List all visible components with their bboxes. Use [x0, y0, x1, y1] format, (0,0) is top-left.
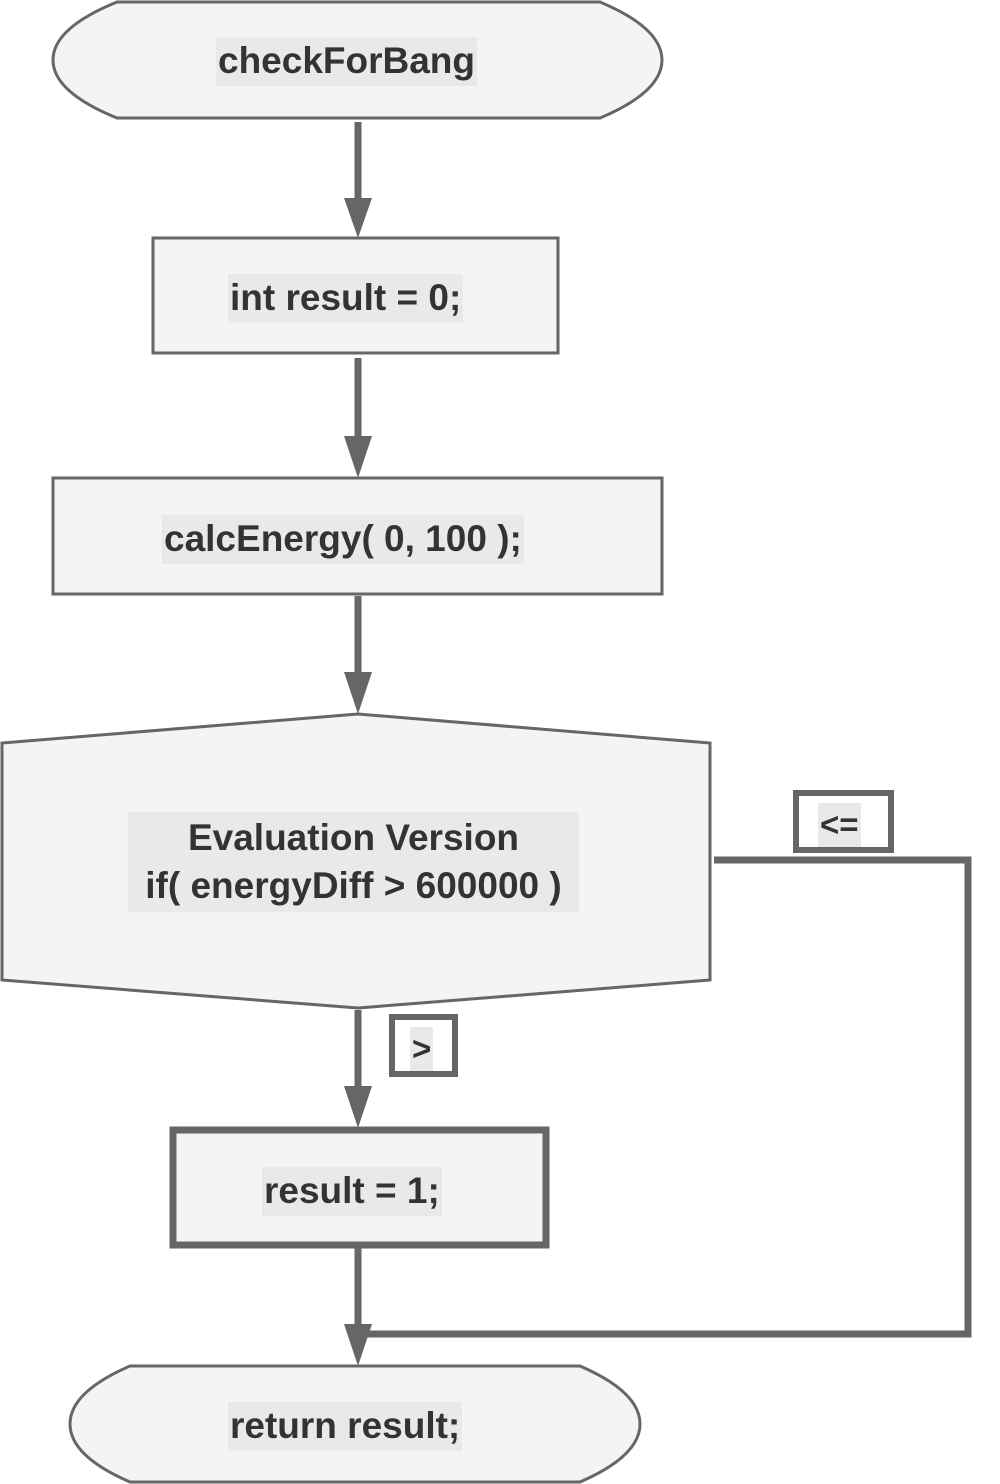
arrowhead-icon [344, 1086, 372, 1128]
set-result-label: result = 1; [262, 1167, 442, 1216]
decision-label-line1: Evaluation Version [128, 812, 579, 864]
true-branch-label: > [410, 1027, 434, 1071]
false-branch-label: <= [818, 803, 861, 847]
arrowhead-icon [344, 436, 372, 478]
calc-process-box [51, 476, 664, 596]
decision-label-line2: if( energyDiff > 600000 ) [128, 860, 579, 912]
end-label: return result; [228, 1402, 463, 1451]
arrowhead-icon [344, 198, 372, 238]
arrowhead-icon [344, 672, 372, 714]
arrowhead-icon [344, 1324, 372, 1366]
connector-false-branch [366, 856, 972, 1338]
start-label: checkForBang [216, 37, 478, 86]
init-step-label: int result = 0; [228, 274, 464, 323]
calc-step-label: calcEnergy( 0, 100 ); [162, 515, 524, 564]
